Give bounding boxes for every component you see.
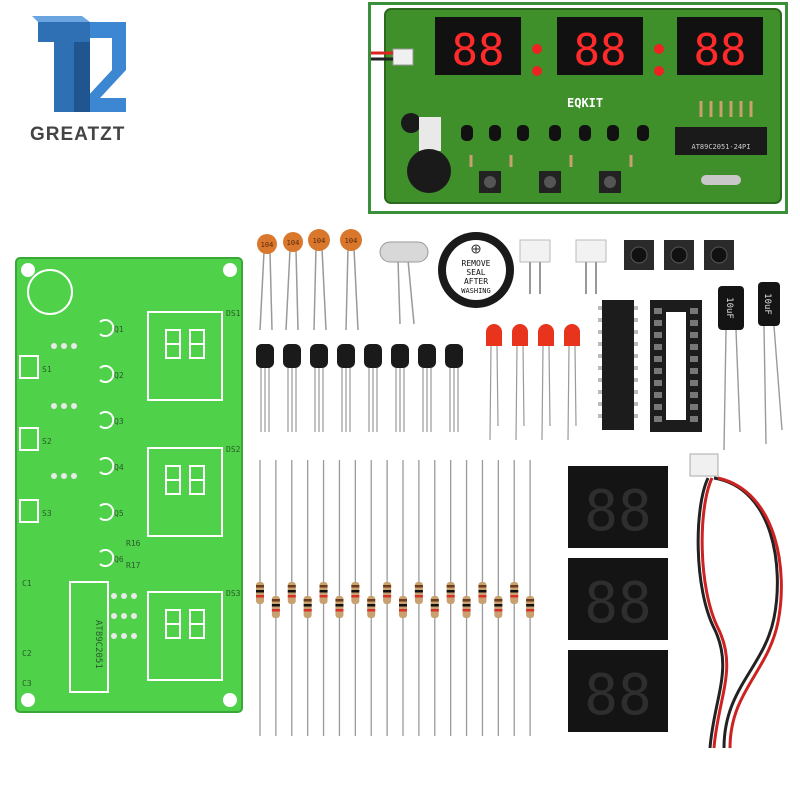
ceramic-capacitors-illustration: 104 104 104 104: [257, 229, 362, 331]
bare-pcb-illustration: AT89C2051 DS1 DS2 DS3 Q1 Q2 Q3 Q4 Q5 Q6 …: [15, 257, 243, 713]
display-module-3: [568, 650, 668, 732]
electrolytic-capacitor-1-label: 10uF: [724, 297, 734, 319]
pcb-label-ds3: DS3: [226, 589, 241, 598]
power-cable-icon: [689, 453, 783, 749]
pcb-label-s3: S3: [42, 509, 52, 518]
resistors: [252, 460, 552, 740]
pcb-label-q2: Q2: [114, 371, 124, 380]
pcb-label-c2: C2: [22, 649, 32, 658]
ceramic-capacitor-3-label: 104: [313, 237, 326, 245]
brand-logo: [30, 14, 134, 118]
display-module-1-digits: 88: [584, 479, 651, 544]
ceramic-capacitor-1-label: 104: [261, 241, 274, 249]
display-modules: 88 88 88: [566, 464, 672, 734]
electrolytic-capacitor-icons: 10uF 10uF: [718, 282, 783, 451]
ceramic-capacitor-1: [257, 234, 277, 254]
resistor: [430, 460, 439, 736]
push-button-icons: [624, 240, 734, 270]
electrolytic-capacitors: 10uF 10uF: [712, 282, 788, 452]
resistor: [256, 460, 264, 736]
resistor: [287, 460, 296, 736]
pcb-label-q1: Q1: [114, 325, 124, 334]
ceramic-capacitor-3: [308, 229, 330, 251]
crystal-icon: [379, 241, 429, 325]
buzzer-sticker-line-3: AFTER: [464, 277, 488, 286]
resistor: [351, 460, 360, 736]
assembled-display-3: [677, 17, 763, 75]
transistors: [252, 340, 472, 436]
pin-header-icon: [519, 239, 607, 294]
buzzer-sticker-line-2: SEAL: [466, 268, 485, 277]
ic-socket-icon: [650, 300, 702, 432]
electrolytic-capacitor-2-label: 10uF: [762, 293, 772, 315]
pcb-label-r17: R17: [126, 561, 141, 570]
pcb-label-q3: Q3: [114, 417, 124, 426]
resistor: [510, 460, 519, 736]
assembled-display-1: [435, 17, 521, 75]
pcb-label-c1: C1: [22, 579, 32, 588]
ceramic-capacitor-4: [340, 229, 362, 251]
resistor: [335, 460, 344, 736]
assembled-digits-1: 88: [452, 25, 505, 76]
pin-headers: [516, 234, 616, 304]
resistor: [367, 460, 376, 736]
assembled-display-2: [557, 17, 643, 75]
seven-segment-display-icons: 88 88 88: [568, 466, 668, 732]
ic-chip-icon: [598, 300, 638, 430]
transistor-icons: [256, 344, 463, 432]
buzzer-icon: REMOVE SEAL AFTER WASHING: [438, 232, 514, 308]
crystal-oscillator: [374, 236, 434, 326]
bare-pcb: AT89C2051 DS1 DS2 DS3 Q1 Q2 Q3 Q4 Q5 Q6 …: [14, 256, 244, 714]
pcb-label-q4: Q4: [114, 463, 124, 472]
brand-name: GREATZT: [30, 124, 126, 145]
resistor: [494, 460, 503, 736]
pcb-label-q5: Q5: [114, 509, 124, 518]
pcb-label-c3: C3: [22, 679, 32, 688]
resistor: [478, 460, 487, 736]
display-module-1: [568, 466, 668, 548]
ceramic-capacitors: 104 104 104 104: [252, 226, 372, 336]
display-module-2: [568, 558, 668, 640]
buzzer-sticker-line-1: REMOVE: [462, 259, 491, 268]
assembled-chip-label: AT89C2051-24PI: [691, 143, 750, 151]
resistor: [414, 460, 423, 736]
pcb-label-s2: S2: [42, 437, 52, 446]
resistor: [399, 460, 407, 736]
pcb-label-ds1: DS1: [226, 309, 241, 318]
assembled-brand-mark: EQKIT: [567, 96, 603, 110]
resistor: [462, 460, 471, 736]
resistor: [383, 460, 392, 736]
assembled-board-photo: 88 88 88 EQKIT AT89C2051-24PI: [368, 2, 788, 214]
ceramic-capacitor-2-label: 104: [287, 239, 300, 247]
buzzer: REMOVE SEAL AFTER WASHING: [436, 230, 516, 310]
push-buttons: [620, 238, 740, 274]
pcb-label-q6: Q6: [114, 555, 124, 564]
resistor: [303, 460, 312, 736]
assembled-digits-2: 88: [574, 25, 627, 76]
buzzer-sticker-line-4: WASHING: [461, 287, 491, 295]
resistor: [446, 460, 455, 736]
ceramic-capacitor-2: [283, 232, 303, 252]
pcb-label-r16: R16: [126, 539, 141, 548]
red-leds: [480, 314, 590, 444]
ic-socket: [648, 298, 704, 434]
led-icons: [486, 324, 580, 441]
pcb-label-ds2: DS2: [226, 445, 241, 454]
power-cable: [684, 448, 790, 760]
tz-logo-icon: [32, 16, 126, 112]
microcontroller-chip: [596, 298, 640, 432]
assembled-board-illustration: 88 88 88 EQKIT AT89C2051-24PI: [371, 5, 785, 211]
display-module-3-digits: 88: [584, 663, 651, 728]
display-module-2-digits: 88: [584, 571, 651, 636]
assembled-digits-3: 88: [694, 25, 747, 76]
resistor: [526, 460, 535, 736]
resistor-icons: [256, 460, 535, 736]
ceramic-capacitor-4-label: 104: [345, 237, 358, 245]
resistor: [319, 460, 328, 736]
pcb-label-s1: S1: [42, 365, 52, 374]
pcb-label-chip: AT89C2051: [93, 620, 103, 669]
resistor: [271, 460, 280, 736]
